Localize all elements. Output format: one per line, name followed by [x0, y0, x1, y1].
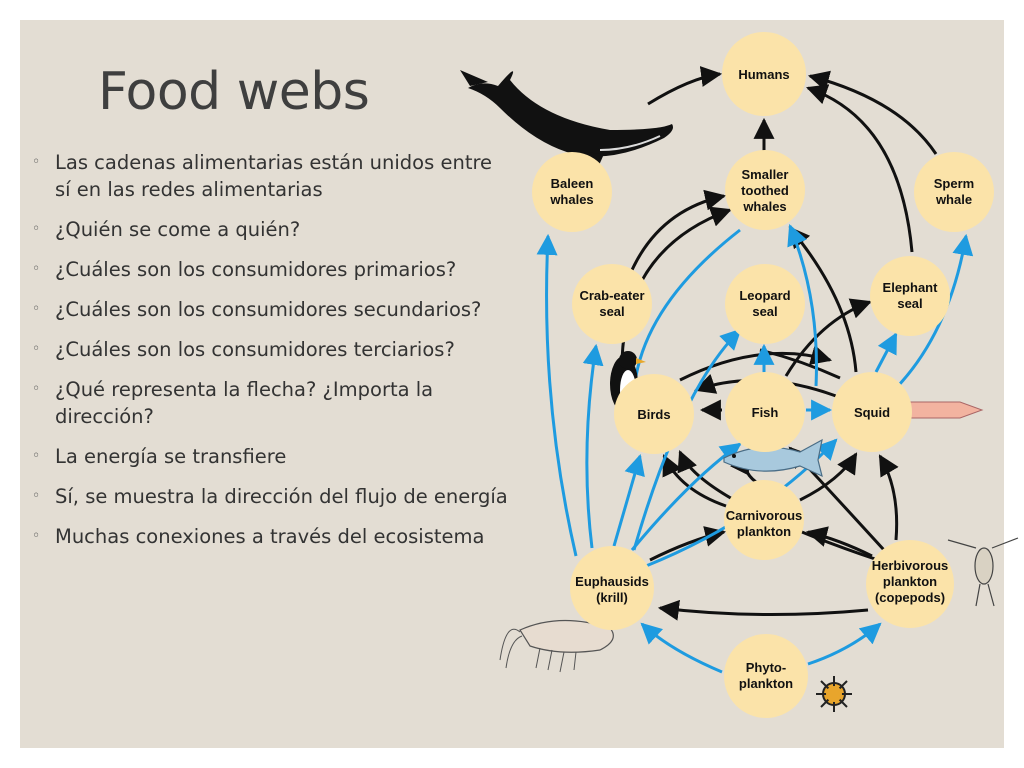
krill-illustration — [500, 620, 613, 672]
node-label-line: Herbivorous — [872, 558, 949, 573]
node-label-line: Baleen — [551, 176, 594, 191]
arrow-krill-to-carn — [650, 532, 724, 560]
node-label-line: Leopard — [739, 288, 790, 303]
node-label-line: toothed — [741, 183, 789, 198]
node-label: Birds — [637, 407, 670, 422]
arrow-herb-to-krill — [660, 608, 868, 615]
arrow-krill-to-birds — [614, 456, 640, 546]
node-label-line: seal — [897, 296, 922, 311]
copepod-illustration — [948, 538, 1018, 606]
arrow-crab-to-smaller-whales — [632, 196, 724, 270]
node-label-line: Fish — [752, 405, 779, 420]
node-label-line: plankton — [883, 574, 937, 589]
node-label-line: plankton — [737, 524, 791, 539]
node-birds: Birds — [614, 374, 694, 454]
node-label-line: whales — [549, 192, 593, 207]
node-label: Fish — [752, 405, 779, 420]
arrow-krill-to-crab — [587, 346, 596, 548]
node-label-line: Sperm — [934, 176, 974, 191]
node-label: Humans — [738, 67, 789, 82]
node-label-line: seal — [599, 304, 624, 319]
node-squid: Squid — [832, 372, 912, 452]
node-fish: Fish — [725, 372, 805, 452]
node-label-line: whale — [935, 192, 972, 207]
node-humans: Humans — [722, 32, 806, 116]
node-label-line: Crab-eater — [579, 288, 644, 303]
node-label-line: (krill) — [596, 590, 628, 605]
node-label-line: Carnivorous — [726, 508, 803, 523]
node-label-line: plankton — [739, 676, 793, 691]
arrow-squid-to-elephant — [876, 334, 896, 372]
node-label-line: Squid — [854, 405, 890, 420]
node-label-line: Smaller — [742, 167, 789, 182]
arrow-sperm-to-humans — [810, 76, 936, 154]
arrow-herb-to-carn — [808, 532, 872, 556]
arrow-phyto-to-krill — [642, 624, 722, 672]
node-label-line: Phyto- — [746, 660, 786, 675]
node-phytoplankton: Phyto-plankton — [724, 634, 808, 718]
node-label-line: Euphausids — [575, 574, 649, 589]
arrow-herb-to-squid — [880, 456, 897, 540]
node-label-line: Birds — [637, 407, 670, 422]
node-label-line: whales — [742, 199, 786, 214]
node-label-line: Humans — [738, 67, 789, 82]
arrow-krill-to-baleen — [547, 236, 576, 556]
phytoplankton-illustration — [816, 676, 852, 712]
node-label-line: (copepods) — [875, 590, 945, 605]
node-euphausids-krill: Euphausids(krill) — [570, 546, 654, 630]
node-leopard-seal: Leopardseal — [725, 264, 805, 344]
node-label: Phyto-plankton — [739, 660, 793, 691]
node-label-line: Elephant — [883, 280, 939, 295]
node-label: Squid — [854, 405, 890, 420]
arrow-baleen-to-humans — [648, 74, 720, 104]
node-label-line: seal — [752, 304, 777, 319]
arrow-phyto-to-herb — [808, 624, 880, 664]
